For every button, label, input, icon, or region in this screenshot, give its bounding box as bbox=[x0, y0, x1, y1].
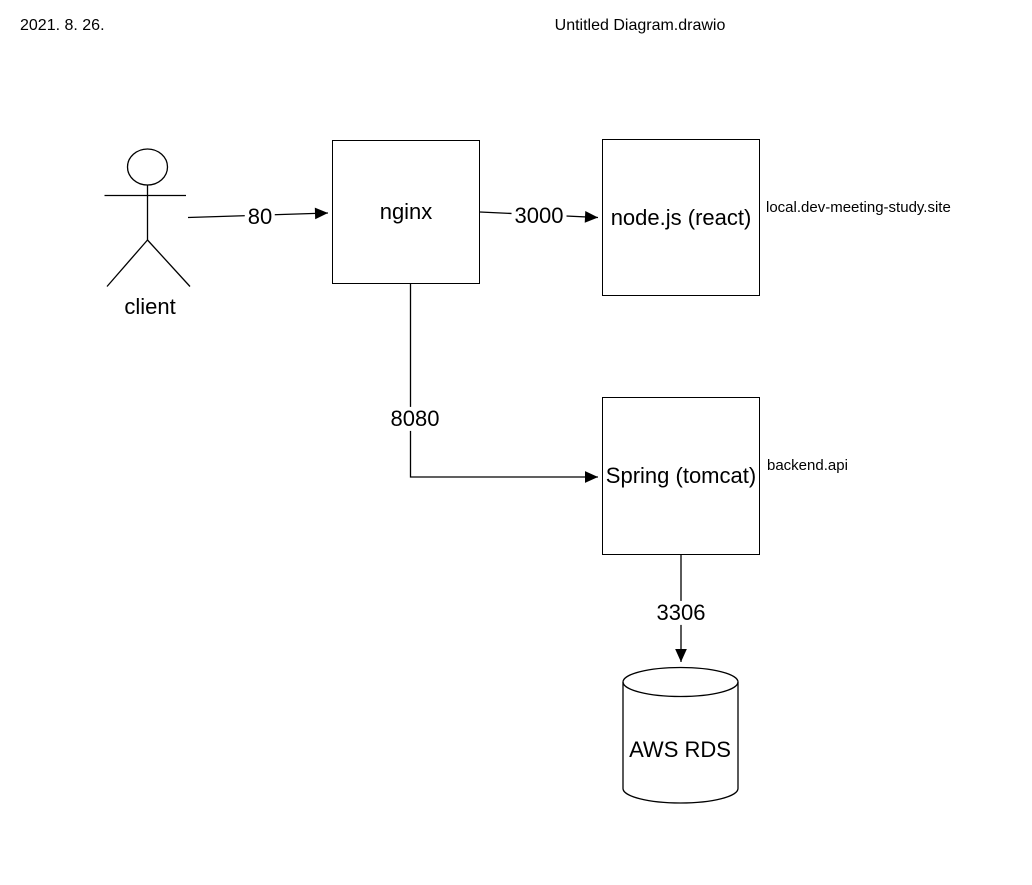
actor-head bbox=[126, 148, 169, 186]
actor-leg-right bbox=[147, 239, 191, 287]
nodejs-node: node.js (react) bbox=[602, 139, 760, 296]
edge-spring-awsrds-port-label: 3306 bbox=[653, 600, 709, 626]
client-actor-shape bbox=[104, 148, 191, 287]
nodejs-label: node.js (react) bbox=[610, 204, 752, 230]
edge-nginx-spring-port-label: 8080 bbox=[387, 406, 443, 432]
client-label: client bbox=[124, 294, 176, 319]
nodejs-annotation: local.dev-meeting-study.site bbox=[766, 199, 951, 216]
edge-client-nginx-port-label: 80 bbox=[244, 204, 276, 230]
aws-rds-cylinder-shape bbox=[622, 666, 739, 804]
spring-annotation: backend.api bbox=[767, 457, 848, 474]
aws-rds-label: AWS RDS bbox=[629, 737, 731, 762]
spring-label: Spring (tomcat) bbox=[605, 463, 757, 488]
nginx-label: nginx bbox=[379, 199, 433, 224]
edge-nginx-spring bbox=[409, 284, 598, 483]
print-date: 2021. 8. 26. bbox=[20, 17, 105, 34]
actor-leg-left bbox=[106, 239, 148, 287]
document-title: Untitled Diagram.drawio bbox=[554, 17, 726, 34]
cylinder-top-rim bbox=[622, 681, 739, 698]
nginx-node: nginx bbox=[332, 140, 480, 284]
edge-nginx-nodejs-port-label: 3000 bbox=[511, 203, 567, 229]
cylinder-body bbox=[622, 666, 739, 804]
spring-node: Spring (tomcat) bbox=[602, 397, 760, 555]
